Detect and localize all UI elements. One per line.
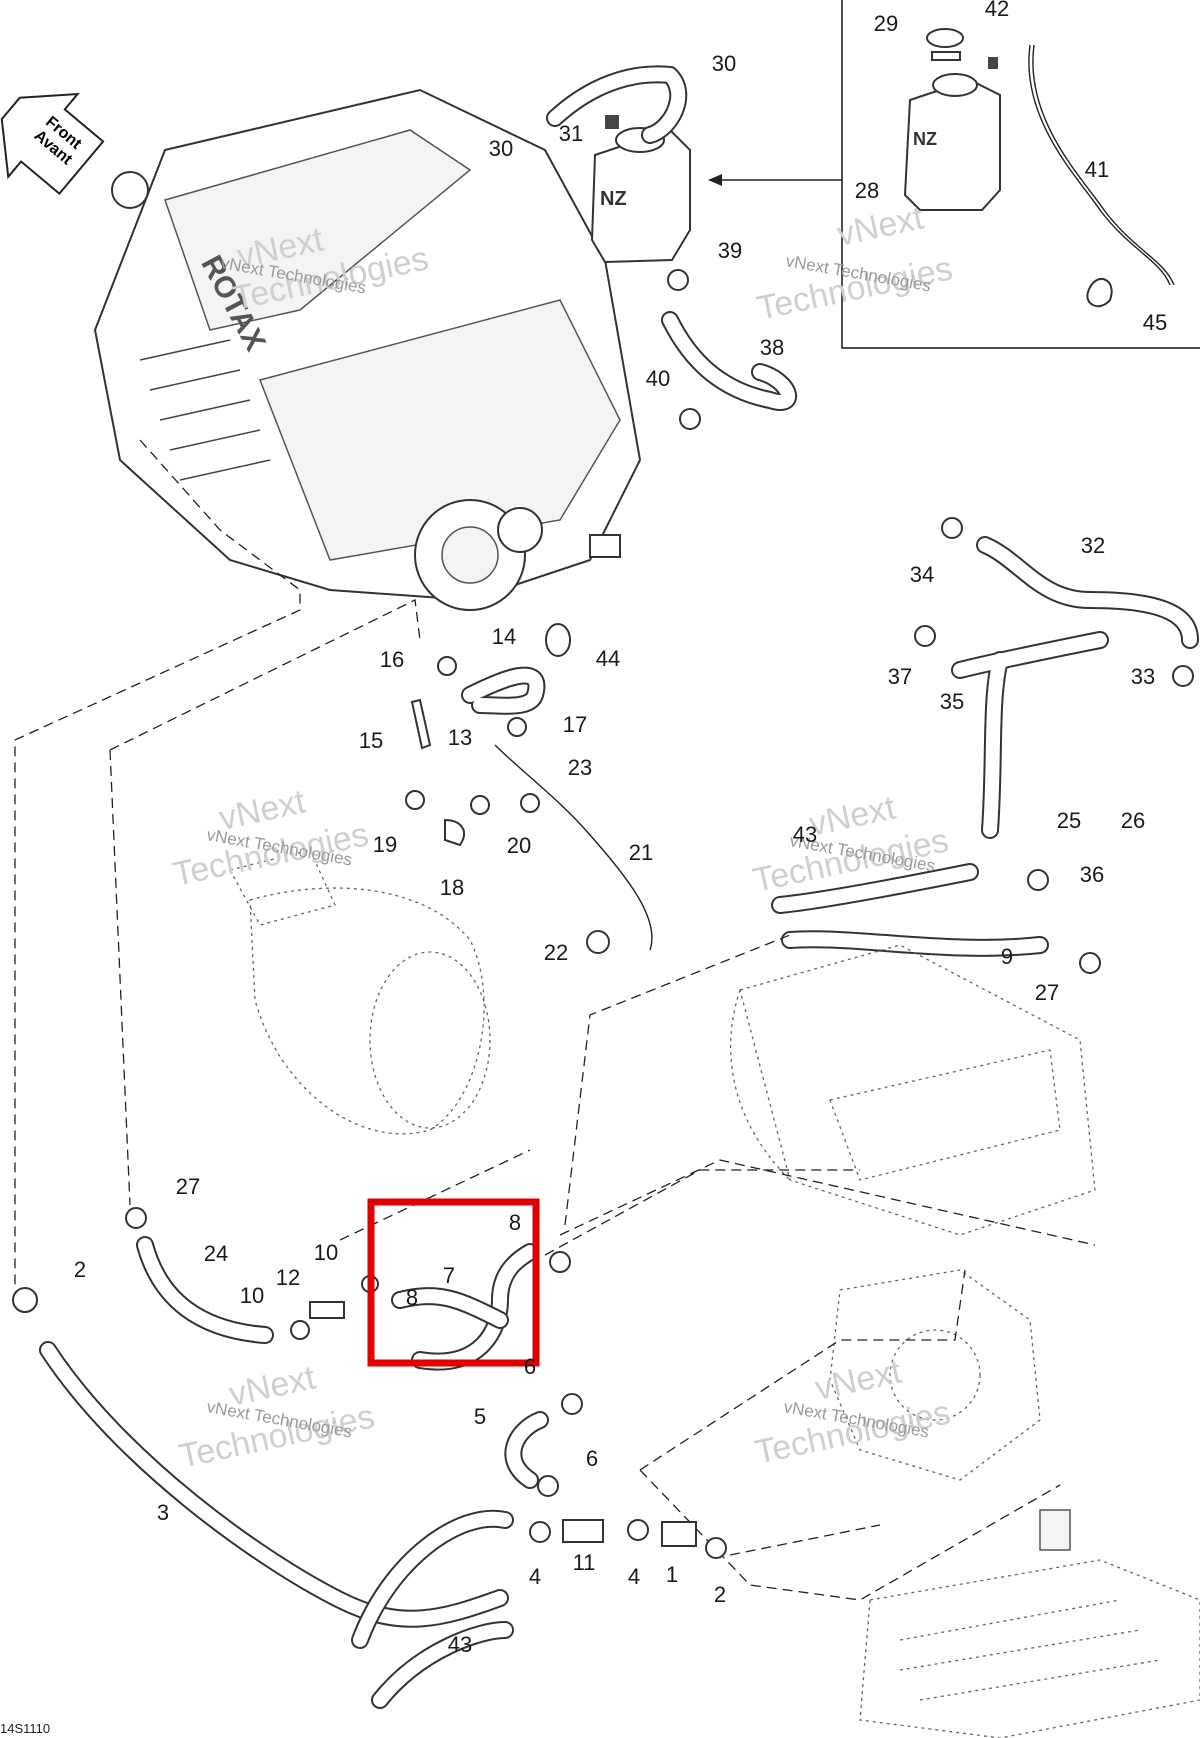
watermark-text: vNext — [812, 1352, 905, 1407]
callout-number: 15 — [359, 728, 383, 753]
callout-number: 17 — [563, 712, 587, 737]
routing-dashes — [14, 439, 1096, 1601]
callout-number: 39 — [718, 238, 742, 263]
engine-oil-cap — [111, 171, 149, 209]
callout-number: 27 — [176, 1174, 200, 1199]
callout-number: 33 — [1131, 664, 1155, 689]
callout-number: 45 — [1143, 310, 1167, 335]
callout-number: 13 — [448, 725, 472, 750]
callout-number: 8 — [509, 1210, 521, 1235]
clamps-fittings — [12, 269, 1194, 1559]
callout-number: 34 — [910, 562, 934, 587]
front-direction-arrow: Front Avant — [0, 92, 105, 196]
callout-number: 31 — [559, 121, 583, 146]
callout-number: 25 — [1057, 808, 1081, 833]
callout-number: 21 — [629, 840, 653, 865]
callout-number: 9 — [1001, 944, 1013, 969]
callout-number: 19 — [373, 832, 397, 857]
callout-number: 5 — [474, 1404, 486, 1429]
callout-number: 8 — [406, 1285, 418, 1310]
callout-number: 43 — [793, 822, 817, 847]
callout-number: 43 — [448, 1632, 472, 1657]
callout-number: 40 — [646, 366, 670, 391]
callout-number: 2 — [74, 1257, 86, 1282]
inset-arrow — [708, 174, 842, 186]
callout-number: 10 — [314, 1240, 338, 1265]
callout-number: 1 — [666, 1562, 678, 1587]
watermark-text: vNext — [834, 198, 927, 253]
callout-number: 29 — [874, 11, 898, 36]
callout-number: 26 — [1121, 808, 1145, 833]
callout-number: 42 — [985, 0, 1009, 21]
callout-number: 35 — [940, 689, 964, 714]
callout-number: 7 — [443, 1263, 455, 1288]
callout-number: 4 — [628, 1564, 640, 1589]
callout-number: 30 — [489, 136, 513, 161]
hoses — [39, 65, 1199, 1709]
callout-number: 23 — [568, 755, 592, 780]
callout-number: 3 — [157, 1500, 169, 1525]
callout-number: 22 — [544, 940, 568, 965]
callout-number: 37 — [888, 664, 912, 689]
callout-number: 30 — [712, 51, 736, 76]
engine-outlet-fitting — [589, 534, 621, 558]
callout-number: 10 — [240, 1283, 264, 1308]
callout-number: 6 — [524, 1354, 536, 1379]
exhaust-muffler — [229, 849, 491, 1135]
callout-number: 41 — [1085, 157, 1109, 182]
callout-number: 11 — [573, 1550, 596, 1575]
tank-mark: NZ — [600, 188, 627, 210]
engine-pulley — [414, 499, 543, 611]
coolant-tank: NZ — [590, 115, 691, 264]
inset-box — [841, 0, 1200, 349]
callout-number: 2 — [714, 1582, 726, 1607]
drawing-code: 14S1110 — [0, 1721, 50, 1736]
ride-plate — [859, 1509, 1200, 1738]
inset-coolant-tank: NZ — [903, 28, 1175, 308]
pump-housing — [829, 1269, 1041, 1481]
callout-number: 16 — [380, 647, 404, 672]
engine-cylinder-fins — [139, 339, 271, 481]
callout-number: 6 — [586, 1446, 598, 1471]
callout-number: 27 — [1035, 980, 1059, 1005]
engine-assembly: ROTAX — [93, 88, 642, 611]
callout-number: 44 — [596, 646, 620, 671]
callout-number: 36 — [1080, 862, 1104, 887]
callout-number: 28 — [855, 178, 879, 203]
callout-number: 12 — [276, 1265, 300, 1290]
highlight-box — [367, 1198, 540, 1367]
callout-number: 38 — [760, 335, 784, 360]
inset-tank-mark: NZ — [913, 129, 937, 149]
callout-number: 14 — [492, 624, 516, 649]
callout-number: 24 — [204, 1241, 228, 1266]
intercooler-assembly — [730, 944, 1096, 1236]
callout-number: 32 — [1081, 533, 1105, 558]
callout-number: 20 — [507, 833, 531, 858]
callout-number: 18 — [440, 875, 464, 900]
callout-number: 4 — [529, 1564, 541, 1589]
